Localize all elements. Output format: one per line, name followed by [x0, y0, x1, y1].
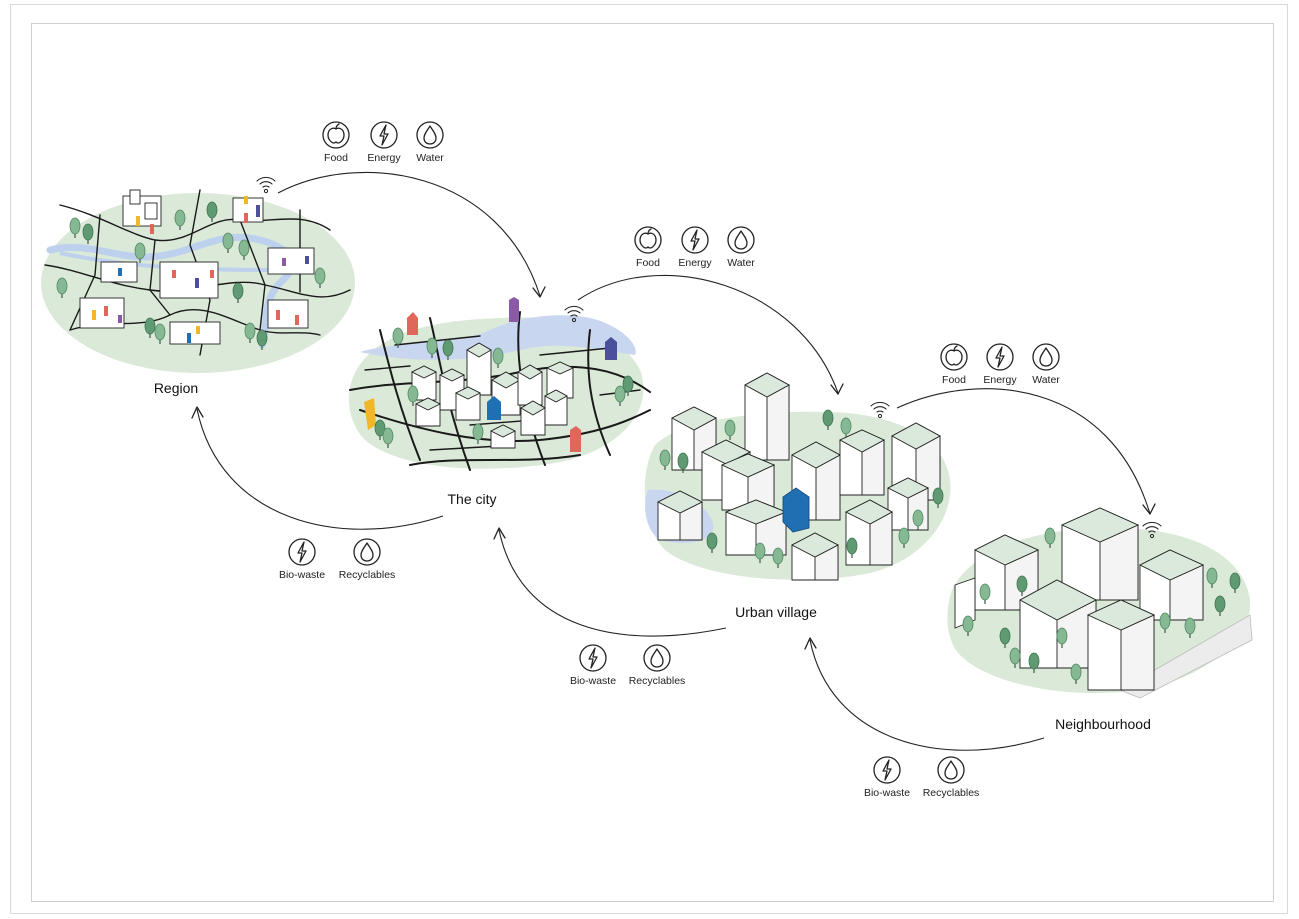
- supply-arrow-region-city: [277, 171, 546, 298]
- supply-energy-item: Energy: [367, 121, 401, 164]
- lightning-icon: [288, 538, 316, 566]
- return-item-label: Recyclables: [339, 569, 396, 581]
- water-drop-icon: [416, 121, 444, 149]
- return-recyclables-item: Recyclables: [339, 538, 396, 581]
- lightning-icon: [873, 756, 901, 784]
- supply-item-label: Energy: [678, 257, 712, 269]
- supply-energy-item: Energy: [678, 226, 712, 269]
- wifi-icon: [256, 176, 276, 194]
- outer-frame: [10, 4, 1288, 914]
- return-bio-waste-item: Bio-waste: [570, 644, 616, 687]
- wifi-icon: [870, 401, 890, 419]
- supply-food-item: Food: [940, 343, 968, 386]
- return-arrow-neighbourhood-village: [804, 637, 1045, 751]
- water-drop-icon: [937, 756, 965, 784]
- supply-arrow-village-neighbourhood: [896, 388, 1156, 515]
- apple-icon: [634, 226, 662, 254]
- return-recyclables-item: Recyclables: [629, 644, 686, 687]
- supply-item-label: Energy: [367, 152, 401, 164]
- supply-energy-item: Energy: [983, 343, 1017, 386]
- apple-icon: [322, 121, 350, 149]
- stage-label-neighbourhood: Neighbourhood: [1055, 716, 1151, 732]
- city-illustration: [348, 297, 651, 471]
- return-arrow-village-city: [493, 527, 727, 637]
- supply-food-item: Food: [634, 226, 662, 269]
- supply-item-label: Water: [1032, 374, 1060, 386]
- supply-item-label: Water: [727, 257, 755, 269]
- water-drop-icon: [353, 538, 381, 566]
- supply-item-label: Food: [636, 257, 660, 269]
- neighbourhood-illustration: [947, 507, 1253, 699]
- supply-food-item: Food: [322, 121, 350, 164]
- supply-item-label: Energy: [983, 374, 1017, 386]
- supply-water-item: Water: [1032, 343, 1060, 386]
- lightning-icon: [681, 226, 709, 254]
- lightning-icon: [370, 121, 398, 149]
- return-item-label: Recyclables: [629, 675, 686, 687]
- water-drop-icon: [643, 644, 671, 672]
- supply-item-label: Food: [324, 152, 348, 164]
- stage-label-city: The city: [447, 491, 496, 507]
- water-drop-icon: [1032, 343, 1060, 371]
- lightning-icon: [986, 343, 1014, 371]
- lightning-icon: [579, 644, 607, 672]
- return-arrow-city-region: [191, 406, 444, 530]
- return-recyclables-item: Recyclables: [923, 756, 980, 799]
- supply-item-label: Food: [942, 374, 966, 386]
- return-item-label: Bio-waste: [864, 787, 910, 799]
- urban-village-illustration: [644, 372, 951, 581]
- region-illustration: [41, 176, 355, 373]
- return-item-label: Bio-waste: [279, 569, 325, 581]
- supply-water-item: Water: [727, 226, 755, 269]
- return-item-label: Bio-waste: [570, 675, 616, 687]
- supply-arrow-city-village: [577, 274, 844, 395]
- water-drop-icon: [727, 226, 755, 254]
- return-item-label: Recyclables: [923, 787, 980, 799]
- inner-frame: [31, 23, 1274, 902]
- apple-icon: [940, 343, 968, 371]
- supply-item-label: Water: [416, 152, 444, 164]
- return-bio-waste-item: Bio-waste: [279, 538, 325, 581]
- stage-label-urban-village: Urban village: [735, 604, 817, 620]
- supply-water-item: Water: [416, 121, 444, 164]
- stage-label-region: Region: [154, 380, 198, 396]
- return-bio-waste-item: Bio-waste: [864, 756, 910, 799]
